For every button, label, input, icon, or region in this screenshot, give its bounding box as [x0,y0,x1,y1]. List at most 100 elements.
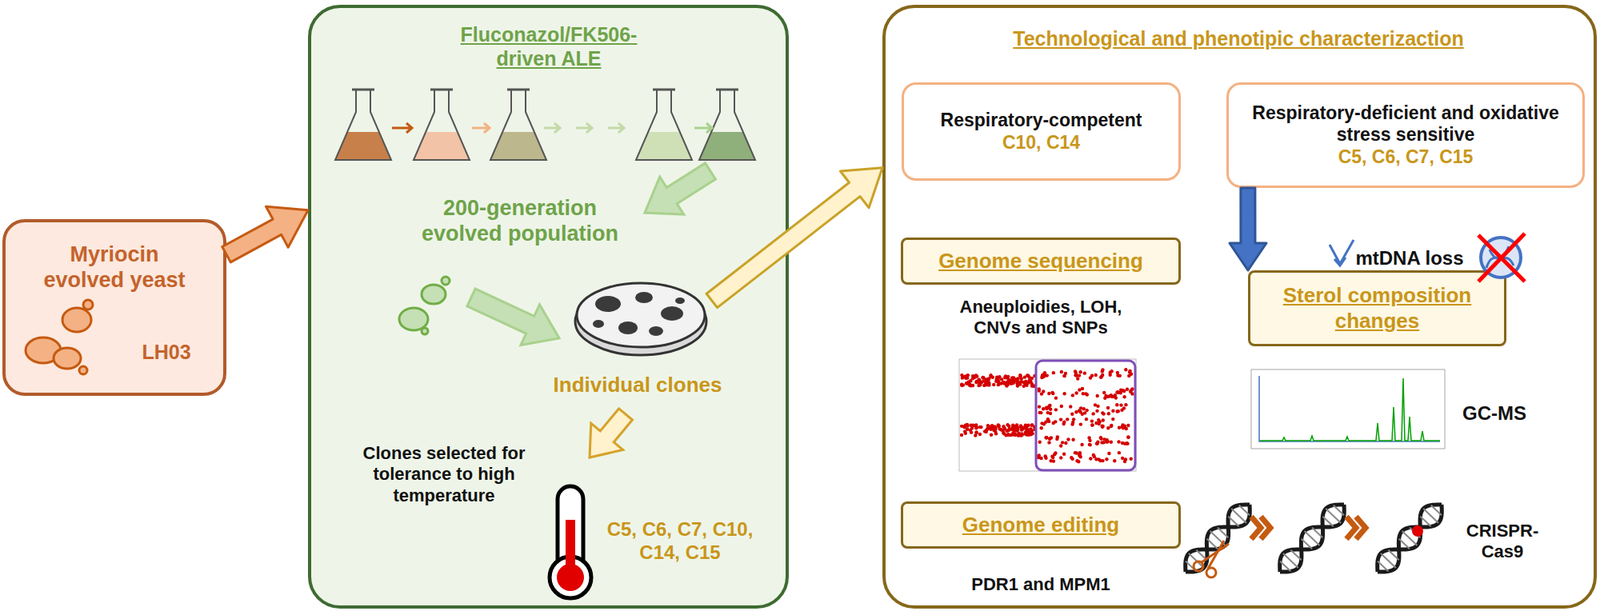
plot-dot [1074,451,1078,455]
flow-arrow [222,206,308,263]
plot-dot [1104,457,1108,461]
plot-dot [969,430,973,434]
plot-dot [1076,460,1080,464]
plot-dot [1066,437,1070,441]
flask-liquid [335,132,392,160]
plot-dot [1047,392,1051,396]
plot-dot [1001,424,1005,428]
plot-dot [1037,404,1041,408]
plot-dot [1078,370,1082,374]
plot-dot [1099,436,1103,440]
plot-dot [1087,436,1091,440]
plot-dot [978,432,982,436]
plot-dot [1128,369,1132,373]
plot-dot [1084,408,1088,412]
flask-rim [716,88,739,92]
plot-dot [1044,436,1048,440]
yeast-cell [62,308,92,332]
plot-dot [1061,422,1065,426]
plot-dot [960,433,964,437]
plot-dot [960,383,964,387]
plot-dot [1126,436,1130,440]
transfer-arrow [472,123,490,133]
plot-dot [1011,431,1015,435]
colony [675,297,685,304]
plot-dot [978,383,982,387]
flask-series [335,89,756,160]
flask-rim [507,88,530,92]
plot-dot [1012,376,1016,380]
plot-dot [1088,443,1092,447]
plot-dot [1005,383,1009,387]
yeast-cell [441,276,450,285]
flask-rim [652,88,676,92]
chevron [1346,516,1366,540]
plot-dot [1090,374,1094,378]
chart-frame [1251,369,1445,449]
clone-list: C5, C6, C7, C10, C14, C15 [604,518,756,565]
plot-dot [1023,432,1027,436]
plot-dot [1116,440,1120,444]
flow-arrow [1229,188,1267,271]
plot-dot [1085,392,1089,396]
plot-dot [1016,433,1020,437]
plot-dot [1106,440,1110,444]
plot-dot [1100,440,1104,444]
plot-dot [1012,380,1016,384]
plot-dot [1100,424,1104,428]
plot-dot [1019,424,1023,428]
node-heading: Myriocin evolved yeast [28,241,201,294]
plot-dot [1115,403,1119,407]
dna-strand [1185,504,1250,572]
plot-frame [959,359,1136,472]
plot-dot [1040,421,1044,425]
plot-dot [1049,459,1053,463]
plot-dot [1049,436,1053,440]
plot-dot [970,426,974,430]
dna-rung [1301,539,1312,550]
scissors [1206,568,1216,578]
dna-rung [1290,550,1301,561]
mercury [556,564,584,592]
edit-site [1412,525,1424,537]
plot-dot [981,376,985,380]
plot-dot [1106,426,1110,430]
population-label: 200-generation evolved population [400,195,640,248]
transfer-arrow [694,123,712,133]
plot-dot [1056,435,1060,439]
flask-liquid [413,132,470,160]
plot-dot [1073,373,1077,377]
highlight-frame [1036,360,1136,471]
node-heading: Respiratory-deficient and oxidative stre… [1238,102,1573,147]
plot-dot [988,427,992,431]
plot-dot [1126,424,1130,428]
plot-dot [1065,417,1069,421]
step-arrow [644,163,716,215]
flask-liquid [636,132,692,160]
plot-dot [1102,391,1106,395]
plot-dot [1100,425,1104,429]
scissors [1201,540,1229,569]
plot-dot [1048,412,1052,416]
yellow-arrow [589,408,632,458]
plot-dot [1105,440,1109,444]
plot-dot [1107,452,1111,456]
plot-dot [1092,453,1096,457]
plot-dot [963,425,967,429]
plot-dot [1070,412,1074,416]
transfer-arrow [544,123,560,133]
plot-dot [1109,424,1113,428]
plot-dot [1129,388,1133,392]
plot-dot [1079,406,1083,410]
plot-dot [1095,394,1099,398]
plot-dot [1088,456,1092,460]
plot-dot [974,423,978,427]
yeast-cell [421,284,446,304]
flask-rim [352,88,375,92]
dna-rung [1228,516,1239,528]
flask [636,89,692,160]
flask-rim [430,88,453,92]
plot-dot [1073,369,1077,373]
plot-dot [1127,374,1131,378]
